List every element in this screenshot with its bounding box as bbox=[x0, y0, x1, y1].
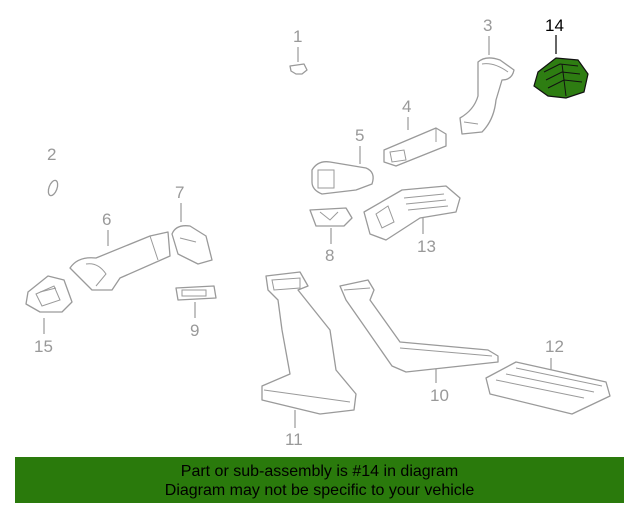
part-11-duct[interactable] bbox=[261, 271, 357, 415]
leader-lines bbox=[43, 35, 557, 428]
part-9-vent[interactable] bbox=[175, 285, 217, 301]
callout-13[interactable]: 13 bbox=[417, 237, 436, 256]
part-2-grommet[interactable] bbox=[47, 179, 60, 197]
callout-12[interactable]: 12 bbox=[545, 337, 564, 356]
callout-5[interactable]: 5 bbox=[355, 126, 364, 145]
part-10-duct[interactable] bbox=[339, 279, 499, 373]
part-12-tray[interactable] bbox=[485, 361, 611, 415]
callout-14[interactable]: 14 bbox=[545, 16, 564, 35]
footer-line-1: Part or sub-assembly is #14 in diagram bbox=[180, 463, 459, 480]
callout-8[interactable]: 8 bbox=[325, 246, 334, 265]
parts-diagram: 1 2 3 4 5 6 7 8 9 10 11 12 13 14 15 bbox=[25, 16, 611, 449]
part-6-duct[interactable] bbox=[69, 231, 171, 291]
footer-banner: Part or sub-assembly is #14 in diagram D… bbox=[15, 457, 624, 503]
part-8-clip[interactable] bbox=[309, 207, 353, 227]
part-1-clip[interactable] bbox=[289, 63, 308, 75]
callout-3[interactable]: 3 bbox=[483, 16, 492, 35]
callout-7[interactable]: 7 bbox=[175, 183, 184, 202]
callout-4[interactable]: 4 bbox=[402, 97, 411, 116]
part-15-vent[interactable] bbox=[25, 275, 73, 313]
footer-line-2: Diagram may not be specific to your vehi… bbox=[164, 482, 475, 499]
callout-6[interactable]: 6 bbox=[102, 210, 111, 229]
callout-10[interactable]: 10 bbox=[430, 386, 449, 405]
part-14-vent-highlighted[interactable] bbox=[533, 57, 589, 99]
callout-11[interactable]: 11 bbox=[285, 430, 303, 449]
callout-15[interactable]: 15 bbox=[34, 337, 53, 356]
callout-2[interactable]: 2 bbox=[47, 145, 56, 164]
callout-1[interactable]: 1 bbox=[293, 27, 302, 46]
callout-9[interactable]: 9 bbox=[190, 321, 199, 340]
part-13-vent-assembly[interactable] bbox=[363, 185, 461, 241]
part-5-vent[interactable] bbox=[311, 161, 374, 195]
part-3-duct[interactable] bbox=[459, 57, 515, 135]
part-7-elbow[interactable] bbox=[171, 225, 213, 265]
part-4-duct[interactable] bbox=[383, 127, 447, 167]
